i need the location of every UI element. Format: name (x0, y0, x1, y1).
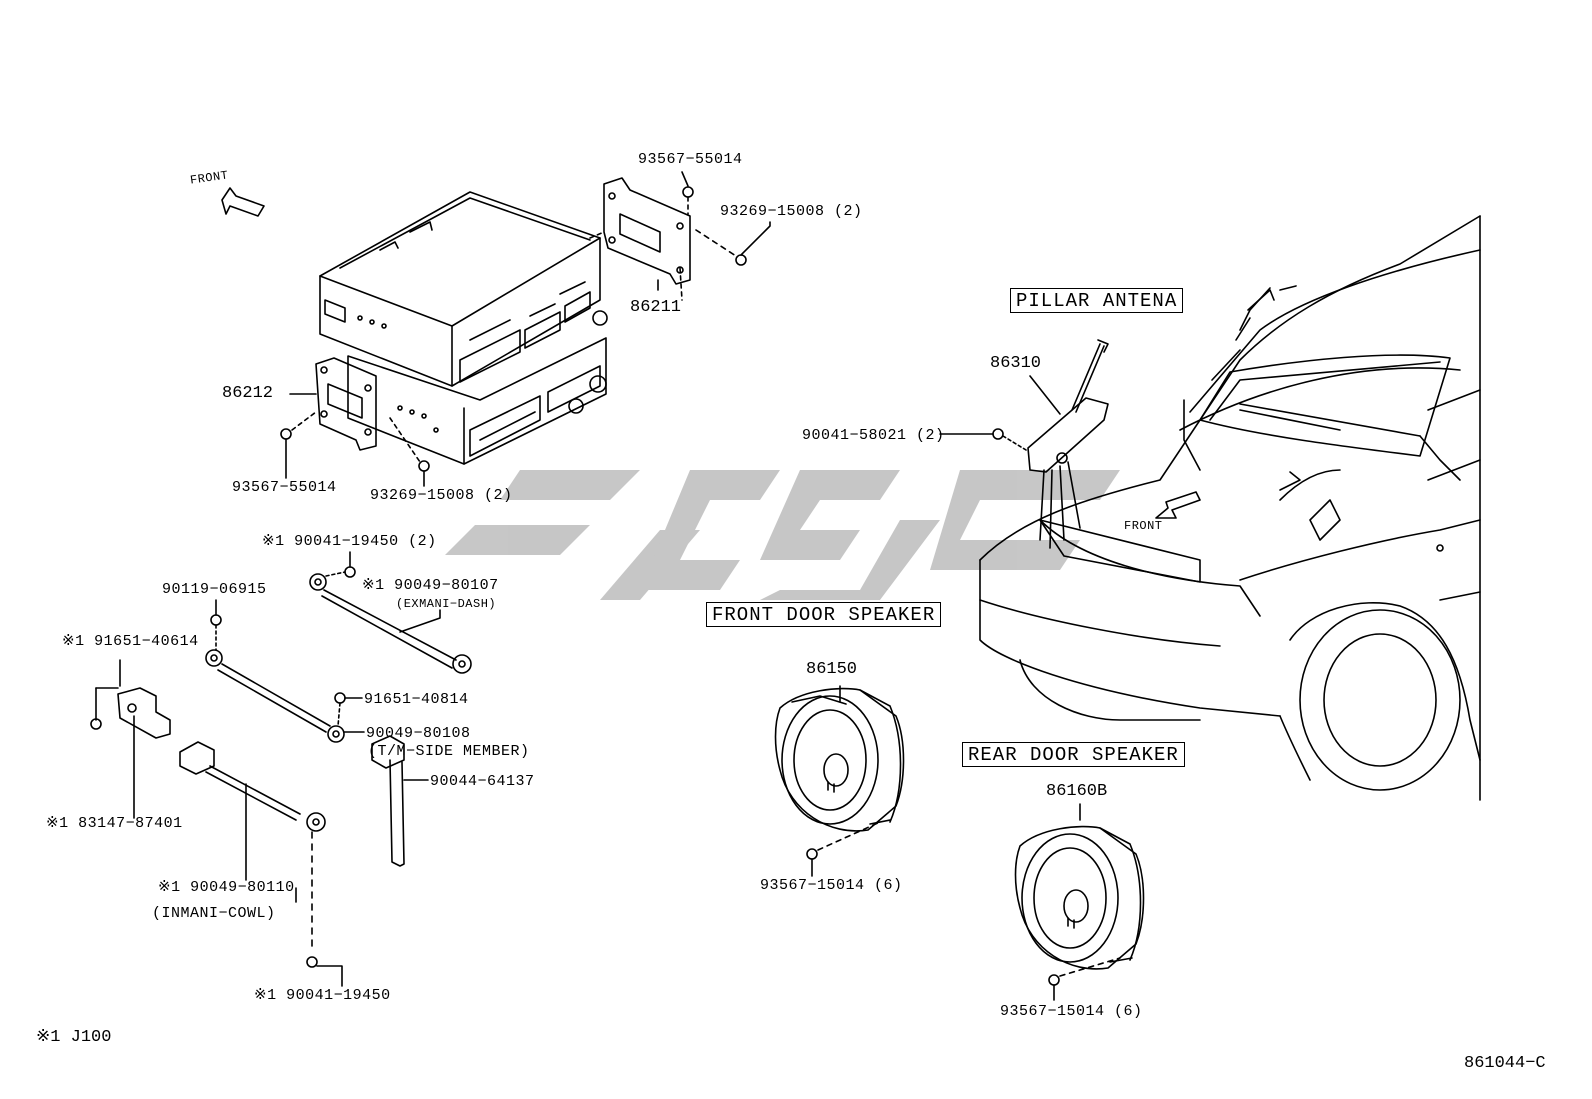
part-83147-87401: ※1 83147−87401 (46, 815, 183, 832)
bracket-86212 (315, 357, 377, 451)
part-91651-40614: ※1 91651−40614 (62, 633, 199, 650)
part-86212: 86212 (222, 384, 274, 403)
part-90049-80107: ※1 90049−80107 (362, 577, 499, 594)
section-front-door-speaker: FRONT DOOR SPEAKER (706, 602, 942, 627)
part-91651-40814: 91651−40814 (364, 691, 469, 708)
part-90049-80110-note: (INMANI−COWL) (152, 905, 276, 922)
screw-top (682, 186, 747, 266)
part-90049-80108: 90049−80108 (366, 725, 471, 742)
part-86160B: 86160B (1046, 782, 1108, 801)
harness-90049-80110 (179, 741, 326, 832)
part-90049-80110: ※1 90049−80110 (158, 879, 295, 896)
vehicle-outline (979, 215, 1481, 801)
part-90049-80108-note: (T/M−SIDE MEMBER) (368, 743, 530, 760)
part-90049-80107-note: (EXMANI−DASH) (396, 597, 497, 611)
part-90119-06915: 90119−06915 (162, 581, 267, 598)
part-90041-19450-a: ※1 90041−19450 (2) (262, 533, 437, 550)
part-86310: 86310 (990, 354, 1042, 373)
section-rear-door-speaker: REAR DOOR SPEAKER (962, 742, 1185, 767)
harness-90049-80108 (205, 649, 345, 743)
part-93567-55014-top: 93567−55014 (638, 151, 743, 168)
radio-upper-unit (319, 191, 608, 387)
part-86150: 86150 (806, 660, 858, 679)
front-direction-label-right: FRONT (1124, 519, 1163, 533)
part-93269-15008-bottom: 93269−15008 (2) (370, 487, 513, 504)
connector-90044-64137 (371, 735, 405, 867)
speaker-86160B (1014, 825, 1145, 970)
front-arrow-left (221, 187, 265, 217)
part-90041-58021: 90041−58021 (2) (802, 427, 945, 444)
part-90044-64137: 90044−64137 (430, 773, 535, 790)
part-86211: 86211 (630, 298, 682, 317)
speaker-86150 (774, 687, 905, 832)
section-pillar-antena: PILLAR ANTENA (1010, 288, 1184, 313)
part-90041-19450-b: ※1 90041−19450 (254, 987, 391, 1004)
harness-90049-80107 (309, 573, 472, 674)
part-93567-15014-a: 93567−15014 (6) (760, 877, 903, 894)
radio-lower-unit (347, 337, 607, 465)
part-93567-15014-b: 93567−15014 (6) (1000, 1003, 1143, 1020)
part-93269-15008-top: 93269−15008 (2) (720, 203, 863, 220)
part-93567-55014-bottom: 93567−55014 (232, 479, 337, 496)
pillar-antenna-86310 (1027, 339, 1109, 549)
figure-id: 861044−C (1464, 1054, 1546, 1073)
footnote: ※1 J100 (36, 1028, 112, 1047)
bracket-83147-87401 (117, 687, 171, 739)
bracket-86211 (603, 177, 691, 301)
front-arrow-right (1155, 491, 1201, 519)
watermark-logo (445, 470, 1120, 600)
